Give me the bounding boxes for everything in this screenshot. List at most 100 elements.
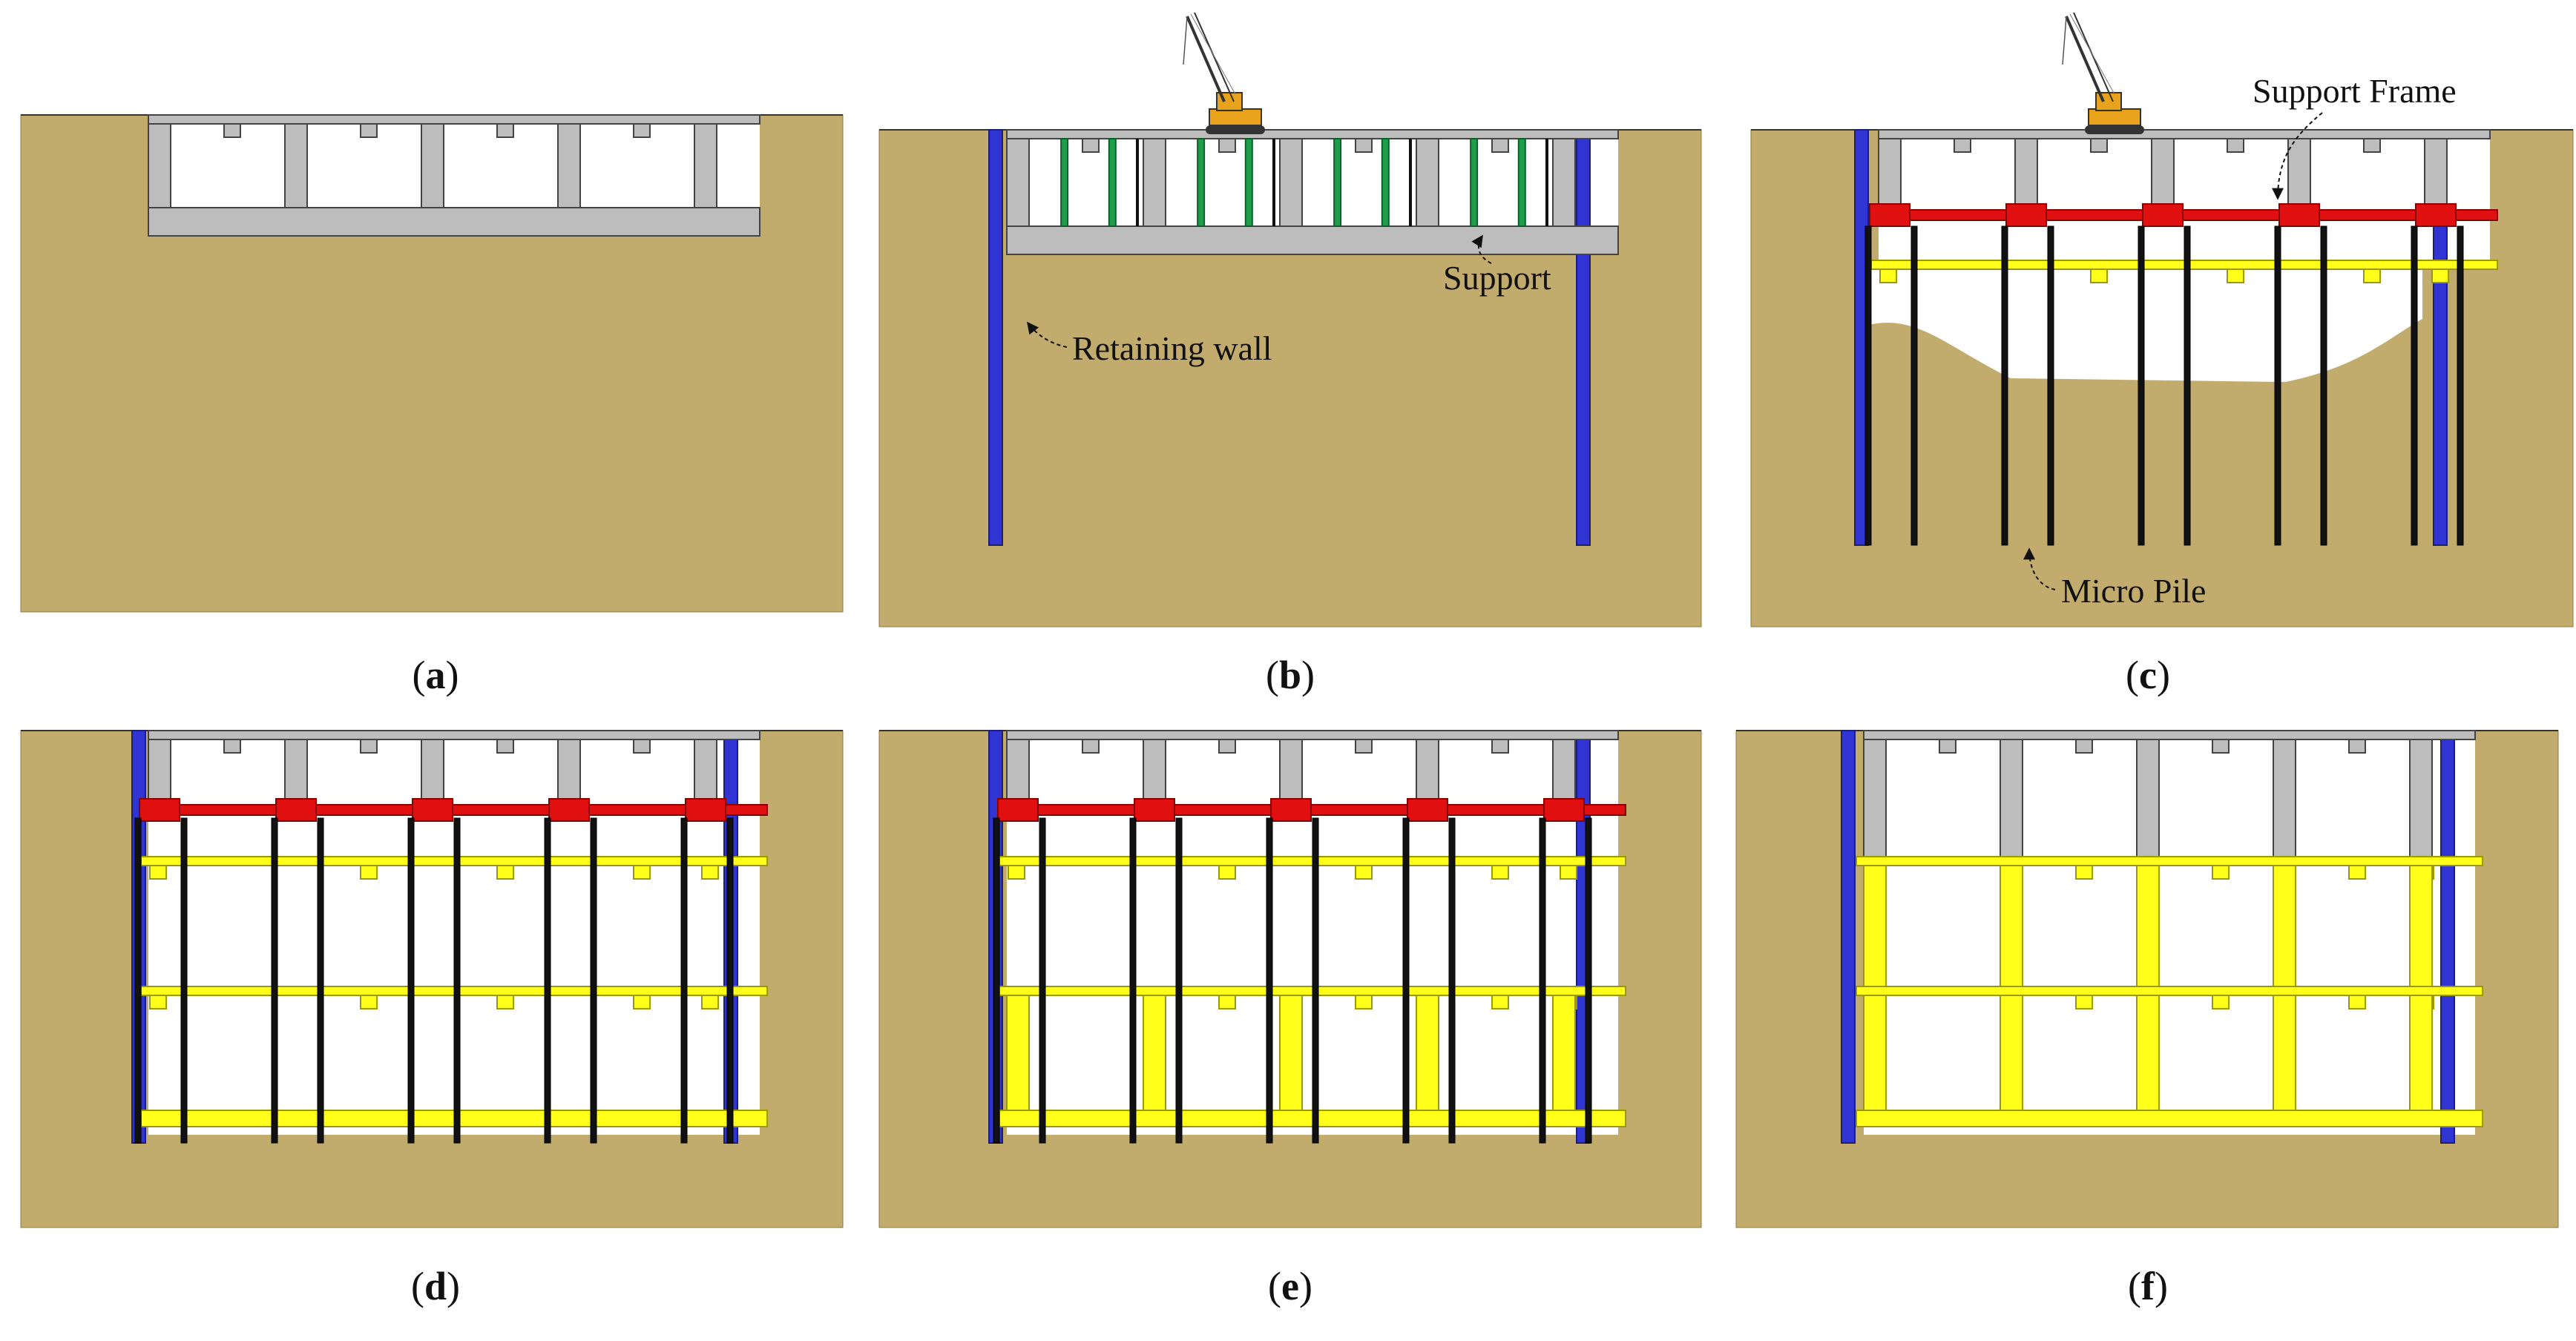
- label-support-frame: Support Frame: [2253, 72, 2457, 110]
- support-frame-bracket: [1407, 798, 1448, 822]
- micro-pile: [1266, 817, 1273, 1144]
- existing-column: [2014, 138, 2038, 212]
- micro-pile: [680, 817, 688, 1144]
- roof-beam: [2075, 739, 2093, 754]
- caption-a: (a): [413, 653, 459, 697]
- micro-pile: [1864, 225, 1872, 546]
- support-frame-bracket: [997, 798, 1039, 822]
- existing-column: [2287, 138, 2311, 212]
- micro-pile: [2274, 225, 2281, 546]
- new-slab: [1856, 856, 2483, 866]
- crane-icon: [2061, 11, 2146, 136]
- roof-beam: [223, 739, 241, 754]
- existing-column: [1006, 138, 1030, 227]
- existing-column: [557, 123, 581, 208]
- roof-beam: [360, 123, 378, 138]
- support-frame-bracket: [139, 798, 180, 822]
- micro-pile: [2320, 225, 2327, 546]
- existing-column: [1416, 739, 1439, 805]
- micro-pile: [453, 817, 461, 1144]
- micro-pile: [1539, 817, 1546, 1144]
- new-column: [1552, 995, 1576, 1111]
- temporary-strut: [1333, 138, 1342, 227]
- roof-beam: [2348, 739, 2366, 754]
- base-slab: [1006, 225, 1619, 255]
- support-frame-bracket: [1270, 798, 1312, 822]
- support-frame-bracket: [412, 798, 453, 822]
- micro-pile: [1312, 817, 1319, 1144]
- new-column: [1143, 995, 1166, 1111]
- new-column: [2136, 865, 2160, 987]
- slab-beam: [1218, 865, 1236, 880]
- temporary-strut: [1108, 138, 1117, 227]
- existing-column: [2136, 739, 2160, 857]
- micro-pile: [2047, 225, 2054, 546]
- slab-beam: [1491, 865, 1509, 880]
- roof-beam: [496, 739, 514, 754]
- slab-beam: [1879, 268, 1897, 283]
- existing-column: [1279, 138, 1303, 227]
- existing-column: [1863, 739, 1887, 857]
- new-column: [2409, 995, 2433, 1111]
- existing-column: [1552, 138, 1576, 227]
- leader-micro-pile: [2023, 547, 2056, 590]
- roof-beam: [1954, 138, 1971, 153]
- micro-pile: [1039, 817, 1046, 1144]
- micro-pile: [1910, 225, 1918, 546]
- roof-slab: [148, 730, 760, 740]
- label-micro-pile: Micro Pile: [2061, 572, 2206, 610]
- support-frame: [999, 804, 1626, 816]
- micro-pile: [1585, 817, 1592, 1144]
- roof-beam: [1491, 739, 1509, 754]
- roof-slab: [148, 114, 760, 125]
- roof-beam: [1082, 739, 1100, 754]
- existing-column: [2000, 739, 2023, 857]
- label-support: Support: [1443, 259, 1551, 297]
- roof-beam: [1218, 739, 1236, 754]
- roof-beam: [1082, 138, 1100, 153]
- slab-beam: [1355, 995, 1373, 1009]
- existing-column: [1552, 739, 1576, 805]
- existing-column: [1143, 138, 1166, 227]
- existing-column: [1416, 138, 1439, 227]
- slab-beam: [701, 995, 719, 1009]
- roof-slab: [1006, 730, 1619, 740]
- micro-pile: [1129, 817, 1137, 1144]
- existing-column: [421, 739, 444, 805]
- new-column: [2000, 865, 2023, 987]
- micro-pile: [2184, 225, 2191, 546]
- micro-pile: [2001, 225, 2008, 546]
- support-frame-bracket: [2415, 203, 2457, 227]
- retaining-wall-right: [2440, 730, 2455, 1144]
- micro-pile: [180, 817, 188, 1144]
- existing-column: [2151, 138, 2175, 212]
- slab-beam: [1218, 995, 1236, 1009]
- micro-pile: [317, 817, 324, 1144]
- roof-beam: [2227, 138, 2244, 153]
- micro-pile: [993, 817, 1000, 1144]
- slab-beam: [701, 865, 719, 880]
- panel-f: [1735, 730, 2559, 1228]
- slab-beam: [633, 865, 651, 880]
- support-frame-bracket: [685, 798, 726, 822]
- support-frame: [1870, 209, 2498, 221]
- micro-pile: [2138, 225, 2145, 546]
- micro-pile: [134, 817, 142, 1144]
- slab-beam: [633, 995, 651, 1009]
- slab-beam: [2212, 995, 2230, 1009]
- slab-beam: [2348, 865, 2366, 880]
- slab-beam: [1008, 865, 1025, 880]
- existing-column: [284, 123, 308, 208]
- existing-column: [2409, 739, 2433, 857]
- roof-beam: [2090, 138, 2108, 153]
- leader-retaining-wall: [1027, 321, 1068, 348]
- existing-column: [2273, 739, 2296, 857]
- roof-beam: [360, 739, 378, 754]
- new-slab: [1856, 986, 2483, 996]
- retaining-wall-left: [1841, 730, 1856, 1144]
- roof-beam: [1939, 739, 1956, 754]
- roof-beam: [223, 123, 241, 138]
- panel-e: [878, 730, 1702, 1228]
- slab-beam: [2212, 865, 2230, 880]
- roof-beam: [1355, 739, 1373, 754]
